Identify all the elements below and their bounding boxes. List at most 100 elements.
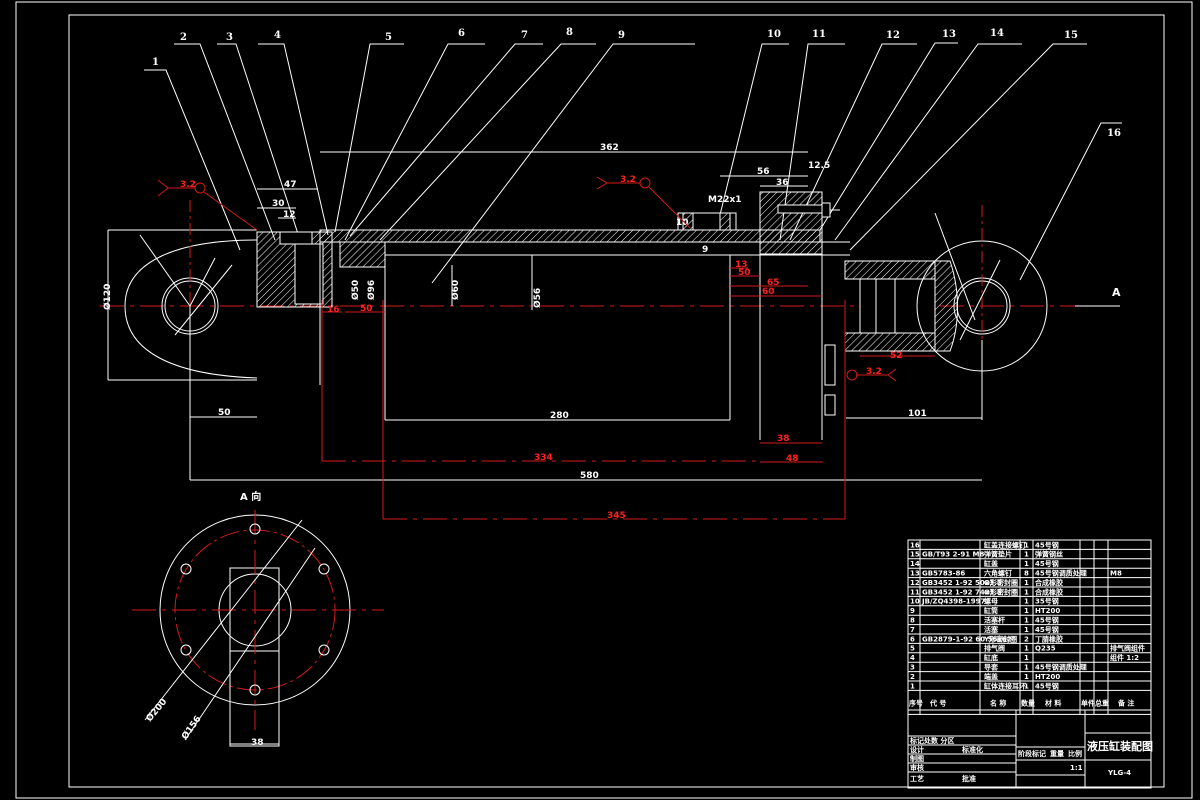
bom-cell: O形密封圈 [984, 578, 1018, 587]
bom-header: 序号 [908, 698, 923, 707]
dim-10: 10 [676, 218, 689, 228]
balloon-2: 2 [174, 32, 276, 241]
bom-cell: 1 [1024, 560, 1029, 568]
bom-cell: 六角螺钉 [984, 569, 1012, 578]
balloon-13-label: 13 [942, 29, 956, 40]
bom-cell: 1 [1024, 579, 1029, 587]
tb-process: 工艺 [910, 774, 924, 783]
dim-30: 30 [272, 199, 285, 209]
balloon-12: 12 [789, 30, 917, 241]
section-marker-a: A [1112, 286, 1121, 299]
outer-sheet-border [15, 1, 1193, 799]
bom-cell: 缸底 [983, 653, 998, 662]
bom-cell: M8 [1110, 570, 1122, 578]
balloon-5-label: 5 [385, 32, 392, 43]
left-clevis [107, 200, 333, 420]
bom-cell: 1 [1024, 541, 1029, 549]
tb-check: 审核 [910, 763, 924, 772]
dim-dia55: Ø96 [366, 280, 377, 300]
dim-60: 60 [762, 287, 775, 297]
balloon-2-label: 2 [180, 32, 187, 43]
bom-cell: 9 [910, 607, 915, 615]
part-balloons: 1 2 3 4 5 6 7 8 9 10 11 12 13 14 15 16 [144, 27, 1122, 284]
balloon-8: 8 [379, 27, 596, 241]
dim-dia74: Ø56 [532, 288, 543, 308]
bom-cell: Y形密封圈 [983, 634, 1017, 643]
tb-stage: 阶段标记 [1018, 749, 1046, 758]
bom-cell: GB5783-86 [922, 570, 965, 578]
bom-header: 名 称 [990, 698, 1006, 707]
tb-scale: 比例 [1068, 749, 1082, 758]
bom-cell: 45号钢调质处理 [1035, 569, 1087, 578]
dim-47: 47 [284, 180, 297, 190]
bom-cell: 1 [1024, 626, 1029, 634]
bom-header: 备 注 [1117, 698, 1134, 707]
balloon-14: 14 [834, 28, 1022, 241]
bom-cell: 1 [1024, 673, 1029, 681]
dim-334: 334 [534, 453, 553, 463]
balloon-4: 4 [258, 30, 329, 236]
balloon-1: 1 [144, 57, 241, 251]
bom-cell: 1 [910, 682, 915, 690]
bom-cell: 1 [1024, 664, 1029, 672]
balloon-3-label: 3 [226, 32, 233, 43]
dimension-lines: 362 47 30 12 56 36 M22x1 10 9 12.5 280 5… [102, 143, 982, 481]
tb-weight: 重量 [1050, 749, 1064, 758]
bom-cell: 1 [1024, 682, 1029, 690]
bom-cell: 1 [1024, 551, 1029, 559]
bom-cell: 5 [910, 645, 915, 653]
dim-580: 580 [580, 471, 599, 481]
bom-cell: 11 [910, 588, 920, 596]
balloon-7: 7 [349, 30, 543, 237]
bom-cell: HT200 [1035, 673, 1060, 681]
dim-36: 36 [776, 178, 789, 188]
bom-header: 代 号 [929, 698, 946, 707]
balloon-8-label: 8 [566, 27, 573, 38]
bom-cell: 45号钢 [1035, 540, 1059, 549]
balloon-1-label: 1 [152, 57, 159, 68]
roughness-value-2: 3.2 [620, 175, 636, 185]
bom-cell: JB/ZQ4398-1997 [921, 598, 986, 606]
dim-dia50: Ø50 [350, 280, 361, 300]
balloon-10-label: 10 [767, 29, 781, 40]
balloon-3: 3 [217, 32, 301, 241]
bom-cell: GB3452 1-92 50x3.5 [922, 579, 1002, 587]
bom-cell: 13 [910, 570, 920, 578]
bom-cell: 1 [1024, 588, 1029, 596]
balloon-4-label: 4 [274, 30, 281, 41]
bom-cell: 合成橡胶 [1034, 587, 1063, 596]
dim-362: 362 [600, 143, 619, 153]
bom-cell: 15 [910, 551, 920, 559]
bom-cell: 弹簧钢丝 [1035, 550, 1063, 559]
bom-cell: 组件 1:2 [1110, 653, 1139, 662]
balloon-6: 6 [344, 28, 485, 241]
view-a: A 向 38 Ø200 Ø156 [132, 490, 384, 748]
dim-16: 16 [327, 305, 340, 315]
bom-cell: 弹簧垫片 [984, 550, 1012, 559]
dim-dia200: Ø200 [144, 697, 169, 724]
bom-cell: 3 [910, 664, 915, 672]
bom-cell: 2 [910, 673, 915, 681]
dim-52: 52 [890, 351, 903, 361]
bom-cell: 45号钢调质处理 [1035, 663, 1087, 672]
bom-cell: 端盖 [984, 672, 998, 681]
dim-50c: 50 [360, 304, 373, 314]
bom-cell: 1 [1024, 607, 1029, 615]
bom-cell: 2 [1024, 635, 1029, 643]
tb-draw: 制图 [910, 754, 924, 763]
bom-cell: 排气阀 [984, 644, 1005, 653]
bom-cell: 1 [1024, 654, 1029, 662]
bom-cell: 缸体连接耳环 [983, 681, 1026, 690]
bom-cell: Q235 [1035, 645, 1056, 653]
bom-cell: GB2879-1-92 60 56x62 [922, 635, 1012, 643]
bom-cell: 45号钢 [1035, 625, 1059, 634]
dim-dia120: Ø120 [102, 284, 113, 310]
balloon-15-label: 15 [1064, 30, 1078, 41]
right-gland [677, 191, 840, 440]
balloon-16-label: 16 [1107, 128, 1121, 139]
title-block: 标记处数 分区 设计 制图 审核 工艺 标准化 批准 阶段标记 重量 比例 1:… [907, 709, 1153, 789]
bom-cell: GB3452 1-92 74x3.5 [922, 588, 1002, 596]
bom-cell: 45号钢 [1035, 559, 1059, 568]
bom-cell: 12 [910, 579, 920, 587]
